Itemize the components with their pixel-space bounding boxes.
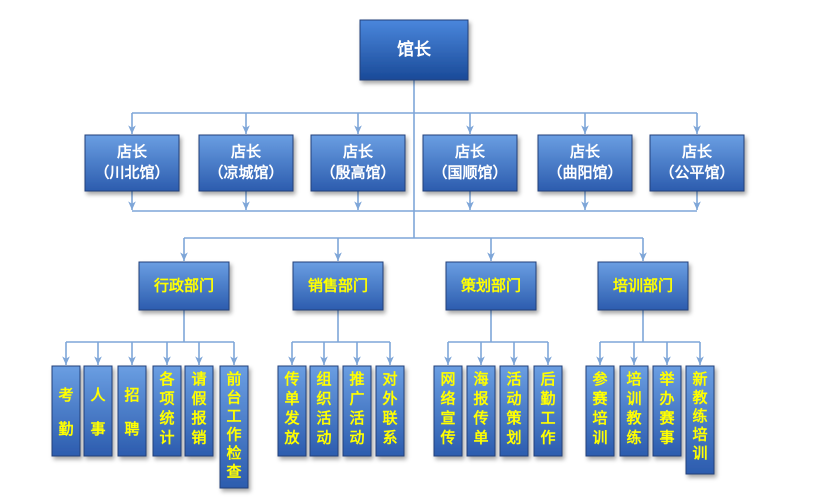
task-node: 考勤 <box>51 365 81 457</box>
task-node: 举办赛事 <box>652 365 682 457</box>
task-node-box <box>685 365 715 475</box>
task-label: 传单发放 <box>283 370 300 447</box>
task-node: 网络宣传 <box>433 365 463 457</box>
task-label: 考勤 <box>58 386 73 438</box>
store-node-box <box>422 134 518 192</box>
task-label: 参赛培训 <box>591 370 608 447</box>
store-node: 店长 （凉城馆） <box>198 134 294 192</box>
store-node: 店长 （公平馆） <box>649 134 745 192</box>
task-node: 前台工作检查 <box>219 365 249 489</box>
store-node: 店长 （殷高馆） <box>310 134 406 192</box>
store-node-box <box>310 134 406 192</box>
task-label: 请假报销 <box>191 370 207 447</box>
store-title: 店长 <box>343 143 374 161</box>
task-node: 传单发放 <box>277 365 307 457</box>
task-label: 培训教练 <box>625 370 642 447</box>
store-title: 店长 <box>117 143 148 161</box>
task-label: 海报传单 <box>472 370 488 447</box>
dept-node-box <box>138 261 230 311</box>
task-node-box <box>277 365 307 457</box>
store-node: 店长 （曲阳馆） <box>537 134 633 192</box>
store-node: 店长 （川北馆） <box>84 134 180 192</box>
task-node-box <box>117 365 147 457</box>
task-node: 培训教练 <box>619 365 649 457</box>
task-node-box <box>433 365 463 457</box>
store-title: 店长 <box>682 143 713 161</box>
task-node: 活动策划 <box>499 365 529 457</box>
store-name: （殷高馆） <box>320 164 395 182</box>
dept-node-box <box>445 261 537 311</box>
task-label: 后勤工作 <box>540 370 555 447</box>
task-label: 举办赛事 <box>658 370 675 447</box>
task-node-box <box>652 365 682 457</box>
task-node-box <box>152 365 182 457</box>
task-node-box <box>585 365 615 457</box>
task-label: 各项统计 <box>158 370 175 447</box>
store-node-box <box>198 134 294 192</box>
store-node: 店长 （国顺馆） <box>422 134 518 192</box>
task-label: 新教练培训 <box>691 370 708 462</box>
task-label: 网络宣传 <box>439 370 455 447</box>
store-name: （曲阳馆） <box>547 164 622 182</box>
dept-node: 策划部门 <box>445 261 537 311</box>
task-node-box <box>309 365 339 457</box>
task-node-box <box>184 365 214 457</box>
task-node-box <box>499 365 529 457</box>
root-node-box <box>359 19 469 81</box>
task-node: 招聘 <box>117 365 147 457</box>
store-title: 店长 <box>570 143 601 161</box>
task-node: 请假报销 <box>184 365 214 457</box>
task-node: 海报传单 <box>466 365 496 457</box>
root-node: 馆长 <box>359 19 469 81</box>
task-label: 对外联系 <box>381 370 398 447</box>
task-node: 组织活动 <box>309 365 339 457</box>
store-name: （国顺馆） <box>432 164 507 182</box>
dept-label: 行政部门 <box>153 277 214 295</box>
store-title: 店长 <box>455 143 486 161</box>
task-label: 招聘 <box>124 386 139 438</box>
task-node-box <box>51 365 81 457</box>
dept-node: 行政部门 <box>138 261 230 311</box>
task-label: 组织活动 <box>316 370 331 447</box>
task-label: 人事 <box>90 386 106 438</box>
store-name: （川北馆） <box>94 164 169 182</box>
task-label: 前台工作检查 <box>226 370 242 481</box>
task-node: 参赛培训 <box>585 365 615 457</box>
store-name: （凉城馆） <box>208 164 283 182</box>
dept-node: 销售部门 <box>292 261 384 311</box>
task-node: 人事 <box>83 365 113 457</box>
dept-label: 销售部门 <box>308 277 368 295</box>
task-node-box <box>533 365 563 457</box>
root-label: 馆长 <box>397 39 432 60</box>
task-label: 活动策划 <box>505 370 522 447</box>
dept-node-box <box>292 261 384 311</box>
task-node-box <box>375 365 405 457</box>
dept-node-box <box>597 261 689 311</box>
store-node-box <box>84 134 180 192</box>
connector-lines <box>62 80 704 365</box>
task-node-box <box>466 365 496 457</box>
task-node: 新教练培训 <box>685 365 715 475</box>
task-node: 对外联系 <box>375 365 405 457</box>
store-title: 店长 <box>231 143 262 161</box>
task-node-box <box>342 365 372 457</box>
task-node: 各项统计 <box>152 365 182 457</box>
dept-node: 培训部门 <box>597 261 689 311</box>
store-name: （公平馆） <box>659 164 734 182</box>
task-node: 推广活动 <box>342 365 372 457</box>
store-node-box <box>537 134 633 192</box>
task-node-box <box>219 365 249 489</box>
task-label: 推广活动 <box>349 370 364 447</box>
task-node-box <box>83 365 113 457</box>
task-node: 后勤工作 <box>533 365 563 457</box>
dept-label: 策划部门 <box>460 277 521 295</box>
task-node-box <box>619 365 649 457</box>
dept-label: 培训部门 <box>613 277 673 295</box>
store-node-box <box>649 134 745 192</box>
